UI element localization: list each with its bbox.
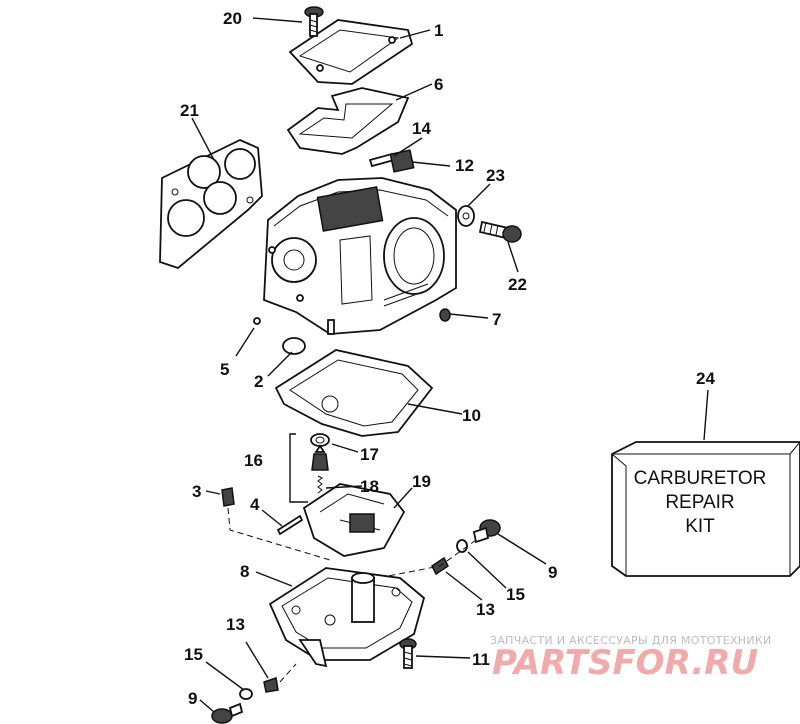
callout-9-right: 9 (548, 563, 557, 582)
part-20-screw (304, 6, 324, 37)
callout-23: 23 (486, 166, 505, 185)
needle-valve (311, 444, 329, 471)
callout-7: 7 (492, 310, 501, 329)
part-12-float-needle (389, 149, 415, 173)
kit-label-line-1: CARBURETOR (634, 468, 767, 489)
part-24-repair-kit-box: CARBURETOR REPAIR KIT (611, 441, 800, 577)
part-16-bracket (289, 433, 308, 503)
part-17-needle-seat (310, 433, 330, 447)
part-15-washer-left (239, 688, 253, 700)
part-3-jet (221, 487, 235, 507)
callout-11: 11 (472, 650, 490, 669)
callout-13-left: 13 (226, 615, 245, 634)
watermark-tagline: ЗАПЧАСТИ И АКСЕССУАРЫ ДЛЯ МОТОТЕХНИКИ (490, 634, 772, 647)
part-10-bowl-gasket (274, 349, 434, 437)
part-22-bolt (478, 220, 522, 243)
part-21-flange-gasket (159, 139, 263, 270)
callout-24: 24 (696, 369, 715, 388)
part-5-ball (253, 317, 261, 325)
part-13-main-jet-left (263, 677, 279, 693)
callout-3: 3 (192, 482, 201, 501)
callout-6: 6 (434, 75, 443, 94)
part-4-pin (276, 514, 304, 536)
callout-21: 21 (180, 101, 199, 120)
watermark-brand: PARTSFOR.RU (492, 643, 758, 683)
carburetor-main-body (263, 177, 457, 335)
callout-22: 22 (508, 275, 527, 294)
callout-1: 1 (434, 21, 443, 40)
callout-20: 20 (223, 9, 242, 28)
part-2-disc (282, 337, 306, 355)
callout-18: 18 (360, 477, 379, 496)
callout-8: 8 (240, 562, 249, 581)
part-18-spring (317, 475, 323, 494)
callout-9-left: 9 (188, 689, 197, 708)
callout-13-right: 13 (476, 600, 495, 619)
callout-2: 2 (254, 372, 263, 391)
part-8-float-bowl (268, 567, 426, 668)
kit-label-line-3: KIT (685, 516, 715, 537)
part-15-washer-right (456, 539, 468, 553)
callout-14: 14 (412, 119, 431, 138)
part-9-plug-screw-right (472, 519, 501, 544)
kit-label-line-2: REPAIR (665, 492, 734, 513)
part-23-washer (457, 205, 475, 227)
part-6-gasket (286, 87, 410, 155)
part-19-float (302, 483, 406, 557)
part-9-plug-screw-left (211, 702, 244, 724)
part-1-cover-plate (288, 19, 414, 85)
leader-lines (191, 17, 709, 713)
callout-4: 4 (250, 495, 260, 514)
callout-5: 5 (220, 360, 229, 379)
callout-10: 10 (462, 406, 481, 425)
callout-16: 16 (244, 451, 263, 470)
callout-12: 12 (455, 156, 474, 175)
callout-19: 19 (412, 472, 431, 491)
callout-15-left: 15 (184, 645, 203, 664)
watermark: ЗАПЧАСТИ И АКСЕССУАРЫ ДЛЯ МОТОТЕХНИКИ PA… (490, 634, 772, 683)
callout-labels: 20 1 6 21 14 12 23 22 7 5 2 10 24 16 17 … (180, 9, 715, 708)
part-7-plug (439, 308, 451, 322)
callout-15-right: 15 (506, 585, 525, 604)
callout-17: 17 (360, 445, 379, 464)
part-11-drain-screw (399, 638, 417, 669)
